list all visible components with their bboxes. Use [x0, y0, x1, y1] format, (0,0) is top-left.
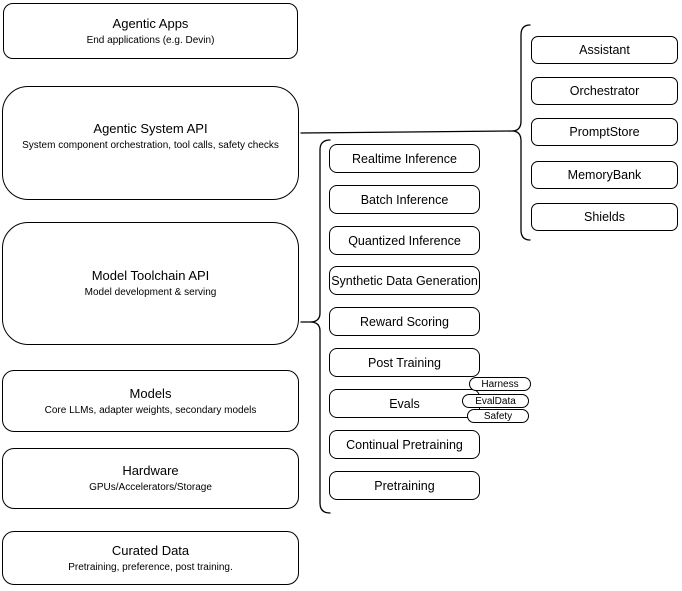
layer-subtitle: Core LLMs, adapter weights, secondary mo…	[44, 404, 257, 416]
component-box-assistant: Assistant	[531, 36, 678, 64]
service-box-reward-scoring: Reward Scoring	[329, 307, 480, 336]
layer-subtitle: Model development & serving	[84, 287, 217, 298]
models-box: Models Core LLMs, adapter weights, secon…	[2, 370, 299, 432]
component-box-shields: Shields	[531, 203, 678, 231]
service-box-post-training: Post Training	[329, 348, 480, 377]
layer-title: Models	[129, 385, 172, 401]
eval-tag-evaldata: EvalData	[462, 394, 529, 408]
layer-title: Model Toolchain API	[91, 268, 210, 283]
service-box-synthetic-data-generation: Synthetic Data Generation	[329, 266, 480, 295]
service-box-quantized-inference: Quantized Inference	[329, 226, 480, 255]
layer-subtitle: System component orchestration, tool cal…	[22, 139, 279, 151]
layer-title: Agentic Apps	[112, 15, 189, 31]
toolchain-brace	[309, 139, 331, 514]
service-box-continual-pretraining: Continual Pretraining	[329, 430, 480, 459]
service-box-batch-inference: Batch Inference	[329, 185, 480, 214]
component-box-memorybank: MemoryBank	[531, 161, 678, 189]
curated-data-box: Curated Data Pretraining, preference, po…	[2, 531, 299, 585]
service-box-realtime-inference: Realtime Inference	[329, 144, 480, 173]
service-box-pretraining: Pretraining	[329, 471, 480, 500]
service-box-evals: Evals	[329, 389, 480, 418]
hardware-box: Hardware GPUs/Accelerators/Storage	[2, 448, 299, 509]
component-box-promptstore: PromptStore	[531, 118, 678, 146]
layer-subtitle: Pretraining, preference, post training.	[68, 561, 233, 573]
eval-tag-safety: Safety	[467, 409, 529, 423]
model-toolchain-api-box: Model Toolchain API Model development & …	[2, 222, 299, 345]
system-brace	[511, 24, 531, 241]
component-box-orchestrator: Orchestrator	[531, 77, 678, 105]
layer-subtitle: End applications (e.g. Devin)	[86, 34, 215, 46]
layer-title: Agentic System API	[93, 120, 208, 136]
system-api-connector-line	[300, 130, 513, 134]
agentic-system-api-box: Agentic System API System component orch…	[2, 86, 299, 200]
eval-tag-harness: Harness	[469, 377, 531, 391]
layer-title: Curated Data	[111, 542, 190, 558]
layer-subtitle: GPUs/Accelerators/Storage	[89, 482, 212, 493]
layer-title: Hardware	[122, 463, 179, 478]
agentic-apps-box: Agentic Apps End applications (e.g. Devi…	[3, 3, 298, 59]
